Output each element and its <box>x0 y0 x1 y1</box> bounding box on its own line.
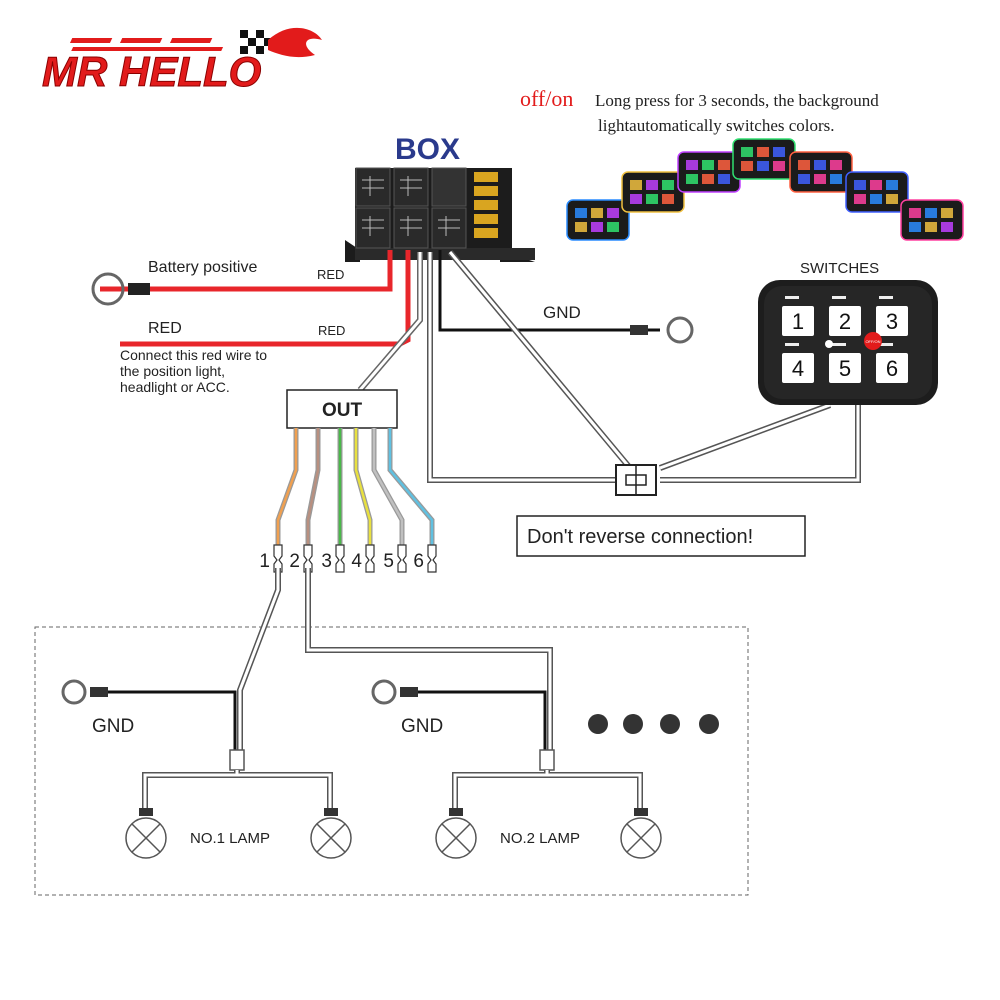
out-pin-label: 2 <box>289 551 300 572</box>
key-indicator <box>879 296 893 299</box>
header-note-line2: lightautomatically switches colors. <box>598 116 835 135</box>
lamp-icon <box>620 817 662 859</box>
battery-positive-label: Battery positive <box>148 259 257 276</box>
panel-thumbnail <box>621 171 685 213</box>
out-pin-label: 6 <box>413 551 424 572</box>
switch-key-label: 3 <box>886 309 898 334</box>
panel-thumbnail <box>789 151 853 193</box>
switch-key-6[interactable] <box>876 353 908 383</box>
switch-panel: SWITCHES 1 2 3 4 5 6 OFF/ON <box>758 260 938 405</box>
out-label: OUT <box>322 400 363 421</box>
panel-color-examples <box>566 138 964 241</box>
out-box: OUT <box>286 389 398 429</box>
switch-key-3[interactable] <box>876 306 908 336</box>
relay-box <box>345 167 535 262</box>
battery-wire: Battery positive RED <box>91 250 393 306</box>
harness-connector <box>615 464 657 496</box>
warning-text: Don't reverse connection! <box>527 526 753 548</box>
out-wire-outline <box>387 428 435 545</box>
out-pin-label: 4 <box>351 551 362 572</box>
key-indicator <box>832 296 846 299</box>
out-wire-5 <box>372 428 404 545</box>
switch-key-label: 4 <box>792 356 804 381</box>
offon-label: off/on <box>520 86 573 111</box>
gnd-wire-top: GND <box>438 250 694 344</box>
out-wire-outline <box>353 428 373 545</box>
panel-thumbnail <box>566 199 630 241</box>
more-lamps-ellipsis <box>588 714 719 734</box>
red-note-line2: the position light, <box>120 363 225 379</box>
red-note-line1: Connect this red wire to <box>120 347 267 363</box>
out-wire-1 <box>276 428 298 545</box>
logo-text: MR HELLO <box>42 48 261 95</box>
pin-connector-5 <box>397 544 407 573</box>
flame-icon <box>268 27 322 58</box>
out-pin-label: 3 <box>321 551 332 572</box>
red-note-line3: headlight or ACC. <box>120 379 230 395</box>
header-note-line1: Long press for 3 seconds, the background <box>595 91 879 110</box>
power-indicator-label: OFF/ON <box>865 339 880 344</box>
gnd-top-label: GND <box>543 303 581 322</box>
key-indicator <box>879 343 893 346</box>
key-indicator <box>785 343 799 346</box>
lamp-label-1: NO.1 LAMP <box>190 830 270 847</box>
out-pin-label: 5 <box>383 551 394 572</box>
relay-modules <box>355 167 467 249</box>
switch-key-label: 1 <box>792 309 804 334</box>
gnd-label-1: GND <box>92 716 134 737</box>
red-label-2: RED <box>318 323 345 338</box>
power-indicator-icon <box>864 332 882 350</box>
switch-key-label: 6 <box>886 356 898 381</box>
lamp-group-1: GND NO.1 LAMP <box>61 679 352 859</box>
panel-thumbnail <box>900 199 964 241</box>
lamp-icon <box>435 817 477 859</box>
lamp-group-2: GND NO.2 LAMP <box>371 679 662 859</box>
lamp-icon <box>310 817 352 859</box>
fuses <box>474 172 498 238</box>
lamp-area <box>34 626 749 896</box>
out-wire-outline <box>305 428 321 545</box>
switch-key-1[interactable] <box>782 306 814 336</box>
switch-key-2[interactable] <box>829 306 861 336</box>
pin-connector-6 <box>427 544 437 573</box>
panel-thumbnail <box>677 151 741 193</box>
out-pin-label: 1 <box>259 551 270 572</box>
pin-connector-2 <box>303 544 313 573</box>
red-label-1: RED <box>317 267 344 282</box>
out-wire-4 <box>354 428 372 545</box>
out-wire-2 <box>306 428 320 545</box>
switch-key-label: 5 <box>839 356 851 381</box>
pin-connector-1 <box>273 544 283 573</box>
panel-thumbnail <box>845 171 909 213</box>
panel-thumbnail <box>732 138 796 180</box>
gnd-label-2: GND <box>401 716 443 737</box>
out-wire-6 <box>388 428 434 545</box>
warning-box: Don't reverse connection! <box>516 515 806 557</box>
key-indicator <box>832 343 846 346</box>
switch-key-4[interactable] <box>782 353 814 383</box>
logo-speed-stripes <box>69 38 224 51</box>
pin-connector-3 <box>335 544 345 573</box>
out-wire-outline <box>275 428 299 545</box>
pin-connector-4 <box>365 544 375 573</box>
red-wire-label: RED <box>148 320 182 337</box>
switches-title: SWITCHES <box>800 260 879 277</box>
key-indicator <box>785 296 799 299</box>
switch-key-5[interactable] <box>829 353 861 383</box>
box-title: BOX <box>395 133 460 166</box>
lamp-icon <box>125 817 167 859</box>
lamp-label-2: NO.2 LAMP <box>500 830 580 847</box>
switch-key-label: 2 <box>839 309 851 334</box>
brand-logo: MR HELLO <box>42 27 322 96</box>
